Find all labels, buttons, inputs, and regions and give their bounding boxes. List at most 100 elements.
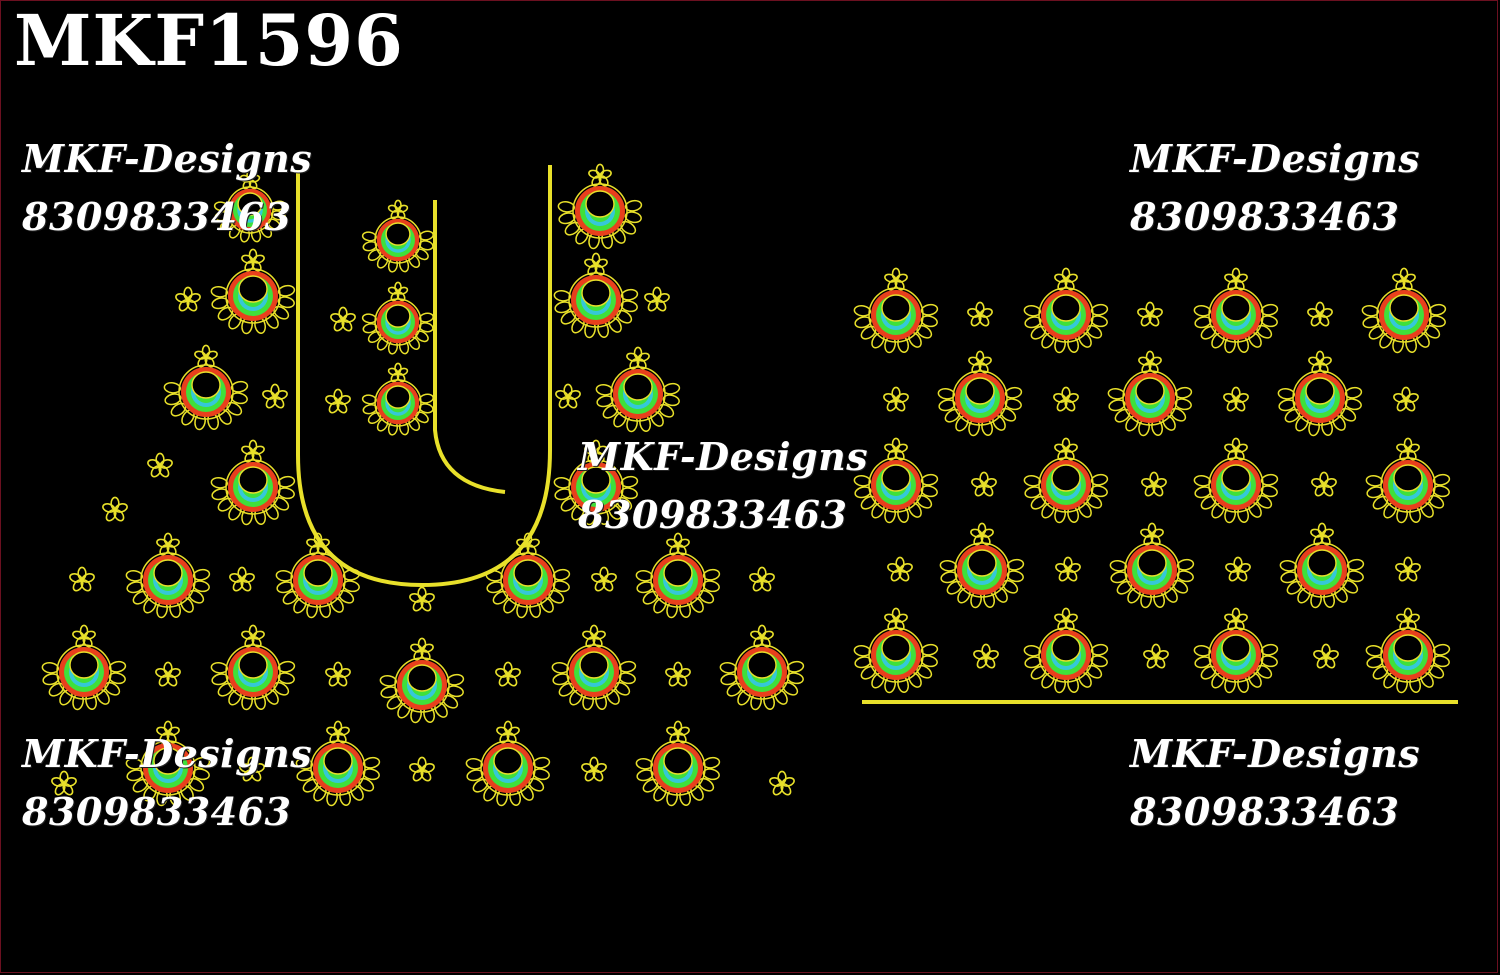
watermark-brand: MKF-Designs bbox=[22, 731, 313, 776]
chandbali-motif bbox=[853, 267, 939, 354]
watermark-phone: 8309833463 bbox=[1130, 194, 1400, 239]
watermark-top-right: MKF-Designs 8309833463 bbox=[1130, 130, 1420, 246]
watermark-phone: 8309833463 bbox=[1130, 789, 1400, 834]
chandbali-motif bbox=[937, 350, 1023, 437]
chandbali-motif bbox=[125, 532, 211, 619]
chandbali-motif bbox=[635, 720, 721, 807]
flower-motif bbox=[971, 471, 997, 497]
flower-motif bbox=[239, 756, 265, 782]
front-neckline-outline bbox=[296, 165, 552, 588]
chandbali-motif bbox=[361, 281, 434, 355]
chandbali-motif bbox=[213, 169, 286, 243]
watermark-center: MKF-Designs 8309833463 bbox=[578, 428, 868, 544]
motif-top-flower bbox=[884, 437, 908, 461]
flower-motif bbox=[1137, 301, 1163, 327]
chandbali-motif bbox=[41, 624, 127, 711]
flower-motif bbox=[175, 286, 201, 312]
chandbali-motif bbox=[125, 720, 211, 807]
chandbali-motif bbox=[853, 607, 939, 694]
motif-top-flower bbox=[1224, 437, 1248, 461]
flower-motif bbox=[262, 383, 288, 409]
flower-motif bbox=[644, 286, 670, 312]
flower-motif bbox=[330, 306, 356, 332]
motif-top-flower bbox=[1054, 437, 1078, 461]
flower-motif bbox=[1141, 471, 1167, 497]
flower-motif bbox=[1393, 386, 1419, 412]
motif-top-flower bbox=[626, 346, 650, 370]
chandbali-motif bbox=[1193, 437, 1279, 524]
flower-motif bbox=[1313, 643, 1339, 669]
chandbali-motif bbox=[379, 637, 465, 724]
flower-motif bbox=[1395, 556, 1421, 582]
flower-motif bbox=[591, 566, 617, 592]
chandbali-motif bbox=[1365, 607, 1451, 694]
watermark-brand: MKF-Designs bbox=[1130, 731, 1421, 776]
flower-motif bbox=[883, 386, 909, 412]
flower-motif bbox=[1143, 643, 1169, 669]
motif-top-flower bbox=[387, 199, 409, 220]
chandbali-motif bbox=[1109, 522, 1195, 609]
chandbali-motif bbox=[1193, 267, 1279, 354]
flower-motif bbox=[973, 643, 999, 669]
flower-motif bbox=[665, 661, 691, 687]
flower-motif bbox=[147, 452, 173, 478]
flower-motif bbox=[887, 556, 913, 582]
back-neckline-outline bbox=[433, 200, 506, 494]
chandbali-motif bbox=[1279, 522, 1365, 609]
watermark-phone: 8309833463 bbox=[578, 492, 848, 537]
chandbali-motif bbox=[1023, 437, 1109, 524]
flower-motif bbox=[769, 770, 795, 796]
chandbali-motif bbox=[551, 624, 637, 711]
motif-top-flower bbox=[194, 344, 218, 368]
chandbali-motif bbox=[210, 248, 296, 335]
motif-top-flower bbox=[241, 248, 265, 272]
flower-motif bbox=[1307, 301, 1333, 327]
watermark-brand: MKF-Designs bbox=[1130, 136, 1421, 181]
chandbali-motif bbox=[295, 720, 381, 807]
neckline-outlines bbox=[296, 165, 1458, 704]
flower-motif bbox=[967, 301, 993, 327]
motif-top-flower bbox=[588, 163, 612, 187]
flower-motif bbox=[69, 566, 95, 592]
chandbali-motif bbox=[485, 532, 571, 619]
motif-top-flower bbox=[1054, 607, 1078, 631]
chandbali-motif bbox=[557, 163, 643, 250]
flower-motif bbox=[555, 383, 581, 409]
flower-motif bbox=[1053, 386, 1079, 412]
flower-motif bbox=[1223, 386, 1249, 412]
watermark-brand: MKF-Designs bbox=[578, 434, 869, 479]
chandbali-motif bbox=[361, 362, 434, 436]
flower-motif bbox=[409, 586, 435, 612]
watermark-bottom-right: MKF-Designs 8309833463 bbox=[1130, 725, 1420, 841]
flower-motif bbox=[581, 756, 607, 782]
chandbali-motif bbox=[465, 720, 551, 807]
flower-motif bbox=[749, 566, 775, 592]
chandbali-motif bbox=[210, 439, 296, 526]
chandbali-motif bbox=[1107, 350, 1193, 437]
flower-motif bbox=[325, 388, 351, 414]
chandbali-motif bbox=[853, 437, 939, 524]
flower-motif bbox=[155, 661, 181, 687]
watermark-top-left: MKF-Designs 8309833463 bbox=[22, 130, 312, 246]
chandbali-motif bbox=[1193, 607, 1279, 694]
motif-layer bbox=[41, 163, 1451, 807]
design-code-title: MKF1596 bbox=[14, 0, 404, 82]
flower-motif bbox=[1225, 556, 1251, 582]
motif-top-flower bbox=[1310, 522, 1334, 546]
chandbali-motif bbox=[163, 344, 249, 431]
chandbali-motif bbox=[1365, 437, 1451, 524]
chandbali-motif bbox=[275, 532, 361, 619]
watermark-brand: MKF-Designs bbox=[22, 136, 313, 181]
chandbali-motif bbox=[210, 624, 296, 711]
chandbali-motif bbox=[635, 532, 721, 619]
flower-motif bbox=[102, 496, 128, 522]
flower-motif bbox=[1311, 471, 1337, 497]
motif-top-flower bbox=[970, 522, 994, 546]
chandbali-motif bbox=[1361, 267, 1447, 354]
flower-motif bbox=[51, 770, 77, 796]
chandbali-motif bbox=[719, 624, 805, 711]
chandbali-motif bbox=[939, 522, 1025, 609]
chandbali-motif bbox=[1023, 267, 1109, 354]
